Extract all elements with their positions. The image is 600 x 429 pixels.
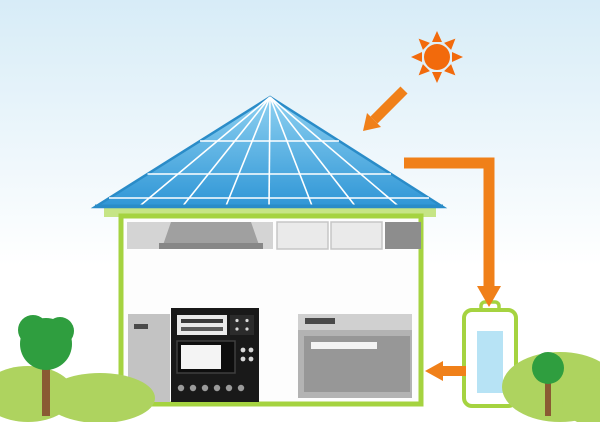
oven-knob	[201, 384, 209, 392]
solar-panel-roof	[90, 95, 448, 209]
house	[104, 206, 436, 407]
panel-grid-line	[269, 96, 401, 208]
dishwasher-handle	[305, 318, 335, 324]
oven-knob	[237, 384, 245, 392]
oven-button	[245, 318, 249, 323]
oven-button	[245, 327, 249, 331]
oven-button	[235, 327, 239, 331]
microwave-button	[240, 356, 246, 362]
arrow-shaft	[370, 86, 408, 124]
tree-trunk	[545, 380, 551, 416]
oven-knob	[225, 384, 233, 392]
microwave-button	[248, 356, 254, 362]
sun-ray	[418, 64, 430, 76]
second-floor	[127, 221, 421, 250]
tree-left	[18, 315, 74, 416]
sun-icon	[411, 31, 463, 83]
arrow-roof-to-battery	[404, 157, 501, 307]
tree-canopy	[20, 318, 72, 370]
solar-panel-grid	[109, 96, 429, 208]
battery-cell	[477, 331, 503, 393]
microwave-window	[181, 345, 221, 369]
panel-grid-line	[181, 96, 271, 208]
sun-ray	[452, 52, 463, 62]
arrow-sun-to-roof	[363, 86, 408, 131]
oven-knob	[213, 384, 221, 392]
panel-grid-line	[224, 96, 271, 208]
tree-right	[532, 352, 564, 416]
sun-ray	[444, 38, 456, 50]
sun-disc	[424, 44, 450, 70]
microwave-button	[248, 347, 254, 353]
range-hood-base	[159, 243, 263, 249]
tree-trunk	[42, 360, 50, 416]
refrigerator-handle	[134, 324, 148, 329]
panel-grid-line	[269, 96, 357, 208]
vegetation	[0, 315, 600, 426]
bush-right-front	[562, 378, 600, 426]
range-hood	[163, 222, 259, 245]
arrow-shaft	[404, 157, 495, 288]
upper-window-dark	[385, 222, 421, 249]
panel-grid-line	[269, 96, 314, 208]
upper-window	[276, 221, 329, 250]
sun-ray	[432, 72, 442, 83]
tree-canopy	[532, 352, 564, 384]
panel-grid-line	[268, 96, 271, 208]
sun-ray	[411, 52, 422, 62]
microwave-button	[240, 347, 246, 353]
arrow-head	[477, 286, 501, 307]
panel-grid-line	[137, 96, 271, 208]
oven-button	[235, 318, 239, 323]
energy-flow-arrows	[363, 86, 501, 381]
oven-display-line	[181, 319, 223, 323]
oven-display-line	[181, 327, 223, 331]
arrow-head	[363, 113, 381, 131]
oven-knob	[189, 384, 197, 392]
kitchen-appliances	[128, 308, 412, 402]
roof-eave-band	[104, 206, 436, 217]
dishwasher-slot	[311, 342, 377, 349]
oven-knob	[177, 384, 185, 392]
sun-ray	[418, 38, 430, 50]
ground-margin	[0, 422, 600, 429]
oven-display	[177, 315, 227, 335]
bush-left	[45, 373, 155, 423]
sun-ray	[432, 31, 442, 42]
sun-ray	[444, 64, 456, 76]
arrow-battery-to-house	[425, 361, 466, 381]
arrow-head	[425, 361, 443, 381]
oven-button-panel	[230, 315, 254, 335]
upper-window	[330, 221, 383, 250]
